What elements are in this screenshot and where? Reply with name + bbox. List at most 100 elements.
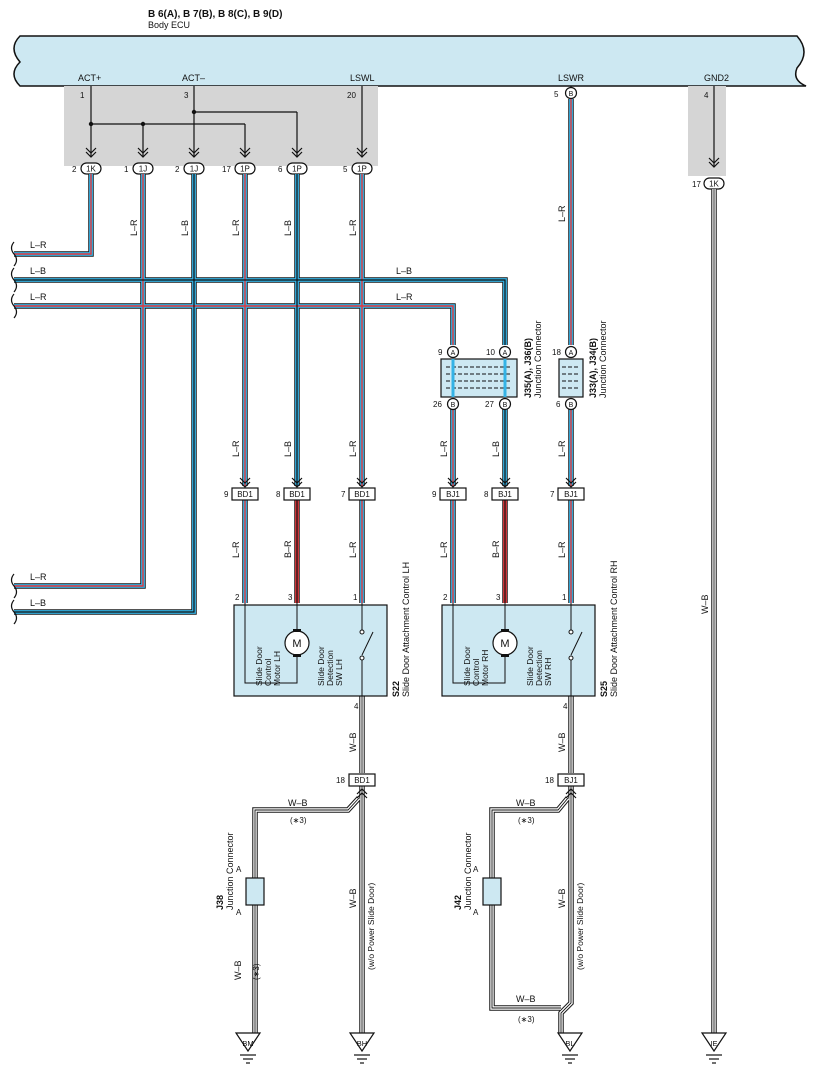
svg-text:Slide Door: Slide Door xyxy=(525,646,535,686)
wire-label-vert-lr-362c: L–R xyxy=(348,541,358,558)
wire-label-vert-lb-194: L–B xyxy=(180,220,190,236)
branch-wb-label-lh: W–B xyxy=(288,798,308,808)
svg-text:Control: Control xyxy=(263,658,273,686)
wire-label-vert-lr-571c: L–R xyxy=(557,541,567,558)
svg-text:5: 5 xyxy=(343,165,348,174)
ecu-pin-area-left xyxy=(64,86,378,166)
motor-lh-m: M xyxy=(292,638,301,650)
j42-type: Junction Connector xyxy=(463,832,473,910)
wire-label-lr-2: L–R xyxy=(30,292,47,302)
bottom-star3-rh: (∗3) xyxy=(518,1015,535,1024)
svg-text:3: 3 xyxy=(496,593,501,602)
s25-code: S25 xyxy=(599,681,609,697)
wire-label-lb-2: L–B xyxy=(396,266,412,276)
svg-text:BD1: BD1 xyxy=(237,490,253,499)
svg-text:Detection: Detection xyxy=(325,650,335,686)
j33-code-label: J33(A), J34(B) xyxy=(588,338,598,398)
component-s22: M Slide Door Control Motor LH Slide Door… xyxy=(233,593,388,711)
svg-text:Motor RH: Motor RH xyxy=(480,650,490,686)
svg-text:BJ1: BJ1 xyxy=(564,776,578,785)
terminal-lswl: LSWL xyxy=(350,73,375,83)
svg-text:BD1: BD1 xyxy=(289,490,305,499)
wire-label-lb-1: L–B xyxy=(30,266,46,276)
branch-wb-label-rh: W–B xyxy=(516,798,536,808)
wire-label-vert-br-505: B–R xyxy=(491,540,501,558)
j33-type-label: Junction Connector xyxy=(598,320,608,398)
wire-label-vert-br-297: B–R xyxy=(283,540,293,558)
wire-label-vert-wb-362a: W–B xyxy=(348,732,358,752)
svg-text:1P: 1P xyxy=(240,165,250,174)
connector-bd1-pin8: BD1 8 xyxy=(276,487,311,501)
svg-text:Slide Door: Slide Door xyxy=(254,646,264,686)
terminal-lswr: LSWR xyxy=(558,73,585,83)
svg-text:BJ1: BJ1 xyxy=(446,490,460,499)
wire-label-vert-lb-297b: L–B xyxy=(283,441,293,457)
wire-label-vert-lb-505b: L–B xyxy=(491,441,501,457)
svg-text:BH: BH xyxy=(357,1039,367,1048)
svg-text:2: 2 xyxy=(443,593,448,602)
svg-text:17: 17 xyxy=(692,180,701,189)
svg-text:8: 8 xyxy=(276,490,281,499)
svg-text:27: 27 xyxy=(485,400,494,409)
svg-text:B: B xyxy=(569,402,574,409)
ground-bh: BH xyxy=(349,1032,375,1064)
svg-text:7: 7 xyxy=(341,490,346,499)
wire-label-lr-3: L–R xyxy=(396,292,413,302)
connector-1k-pin17: 1K 17 xyxy=(692,177,725,190)
wire-label-vert-wb-255: W–B xyxy=(233,960,243,980)
wire-label-vert-lr-571b: L–R xyxy=(557,440,567,457)
svg-text:1K: 1K xyxy=(709,180,719,189)
ecu-pin-20: 20 xyxy=(347,91,356,100)
j35-code-label: J35(A), J36(B) xyxy=(523,338,533,398)
connector-bj1-pin18: BJ1 18 xyxy=(545,773,585,787)
s22-name: Slide Door Attachment Control LH xyxy=(401,562,411,697)
connector-bj1-pin9: BJ1 9 xyxy=(432,487,467,501)
svg-text:Detection: Detection xyxy=(534,650,544,686)
lswr-pin-b: B xyxy=(564,86,578,100)
svg-text:A: A xyxy=(236,908,242,917)
wo-psd-note-lh: (w/o Power Slide Door) xyxy=(366,882,376,970)
wire-label-lr-1: L–R xyxy=(30,240,47,250)
connector-bd1-pin9: BD1 9 xyxy=(224,487,259,501)
svg-text:BM: BM xyxy=(242,1039,253,1048)
terminal-act-plus: ACT+ xyxy=(78,73,101,83)
svg-text:Slide Door: Slide Door xyxy=(462,646,472,686)
wire-label-vert-lr-453c: L–R xyxy=(439,541,449,558)
component-s25: M Slide Door Control Motor RH Slide Door… xyxy=(441,593,596,711)
svg-text:B: B xyxy=(503,402,508,409)
svg-text:SW LH: SW LH xyxy=(334,659,344,686)
svg-text:4: 4 xyxy=(354,702,359,711)
svg-text:BL: BL xyxy=(565,1039,574,1048)
wo-psd-note-rh: (w/o Power Slide Door) xyxy=(575,882,585,970)
svg-text:18: 18 xyxy=(336,776,345,785)
ecu-pin-area-gnd xyxy=(688,86,726,176)
svg-text:BJ1: BJ1 xyxy=(564,490,578,499)
connector-1p-pin6: 1P 6 xyxy=(278,162,308,175)
motor-rh-m: M xyxy=(500,638,509,650)
svg-text:A: A xyxy=(569,350,574,357)
svg-text:10: 10 xyxy=(486,348,495,357)
svg-text:IE: IE xyxy=(710,1039,717,1048)
wire-label-lb-3: L–B xyxy=(30,598,46,608)
wire-label-vert-lr-453b: L–R xyxy=(439,440,449,457)
svg-text:9: 9 xyxy=(224,490,229,499)
junction-pins: A 9 A 10 A 18 B 26 B 27 B 6 xyxy=(433,345,578,411)
svg-text:1J: 1J xyxy=(139,165,147,174)
svg-text:9: 9 xyxy=(438,348,443,357)
wire-label-vert-lr-245c: L–R xyxy=(231,541,241,558)
wire-label-lr-4: L–R xyxy=(30,572,47,582)
svg-text:2: 2 xyxy=(175,165,180,174)
junction-j38: A A xyxy=(236,865,265,917)
ecu-pin-3: 3 xyxy=(184,91,189,100)
connector-1p-pin17: 1P 17 xyxy=(222,162,256,175)
wire-label-vert-wb-714: W–B xyxy=(700,594,710,614)
connector-1j-pin2: 1J 2 xyxy=(175,162,205,175)
connector-bd1-pin18: BD1 18 xyxy=(336,773,376,787)
svg-text:7: 7 xyxy=(550,490,555,499)
bottom-wb-label-rh: W–B xyxy=(516,994,536,1004)
ecu-name-label: Body ECU xyxy=(148,20,190,30)
wire-label-vert-lr-362b: L–R xyxy=(348,440,358,457)
svg-text:3: 3 xyxy=(288,593,293,602)
svg-text:18: 18 xyxy=(552,348,561,357)
s25-name: Slide Door Attachment Control RH xyxy=(609,560,619,697)
